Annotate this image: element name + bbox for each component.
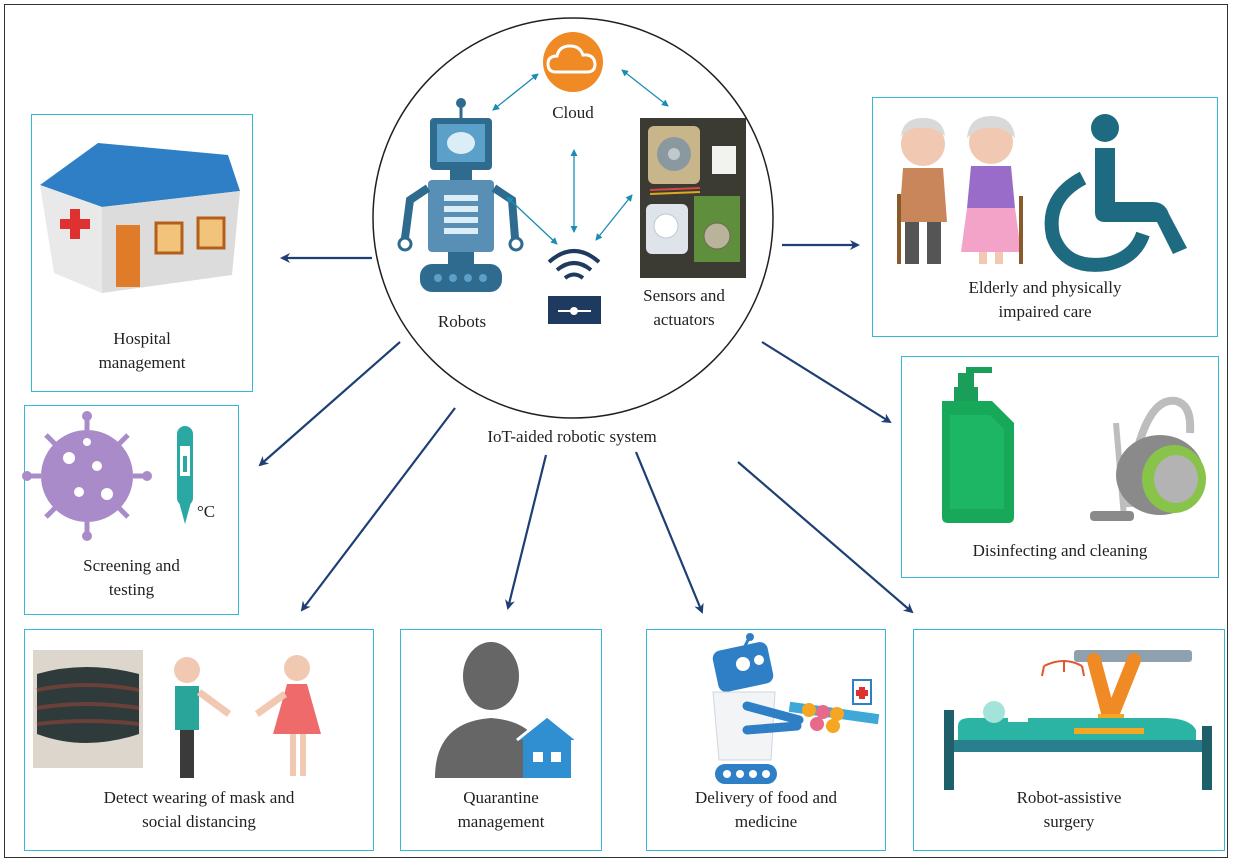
link-robot-wifi	[506, 196, 558, 245]
disinfecting-icon	[942, 367, 1206, 523]
sanitizer-bottle-icon	[942, 367, 1014, 523]
link-cloud-sensors	[621, 69, 669, 107]
mask-label: Detect wearing of mask and social distan…	[103, 788, 295, 831]
arrow-to-delivery	[634, 451, 704, 614]
figure-frame	[4, 4, 1228, 858]
elderly-man-icon	[897, 118, 947, 264]
house-icon	[516, 714, 578, 778]
person-man-icon	[174, 657, 232, 778]
delivery-box: Delivery of food and medicine	[646, 629, 886, 851]
elderly-wheelchair-icon	[897, 114, 1187, 272]
quarantine-box: Quarantine management	[400, 629, 602, 851]
elderly-label: Elderly and physically impaired care	[968, 278, 1122, 321]
hub-title: IoT-aided robotic system	[487, 427, 657, 446]
robot-arm-icon	[1041, 650, 1192, 728]
wheelchair-icon	[1044, 114, 1187, 272]
link-robot-cloud	[492, 73, 539, 111]
arrow-to-quarantine	[505, 454, 548, 610]
screening-testing-box: °C Screening and testing	[22, 405, 239, 615]
arrow-to-screening	[258, 341, 401, 467]
cloud-label: Cloud	[552, 103, 594, 122]
arrow-to-surgery	[737, 461, 914, 614]
hospital-icon	[40, 143, 240, 293]
quarantine-icon	[435, 642, 578, 778]
disinfecting-label: Disinfecting and cleaning	[972, 541, 1148, 560]
sensors-label: Sensors and actuators	[643, 286, 725, 329]
delivery-label: Delivery of food and medicine	[694, 788, 838, 831]
wifi-router-icon	[547, 249, 601, 324]
person-woman-icon	[254, 655, 321, 776]
thermometer-icon	[177, 426, 193, 524]
mask-distancing-icon	[33, 650, 321, 778]
surgery-icon	[944, 650, 1212, 790]
arrow-to-mask	[300, 407, 456, 612]
screening-label: Screening and testing	[83, 556, 180, 599]
disinfecting-box: Disinfecting and cleaning	[901, 356, 1219, 578]
hospital-label: Hospital management	[98, 329, 186, 372]
elderly-care-box: Elderly and physically impaired care	[872, 97, 1218, 337]
person-silhouette-icon	[435, 642, 547, 778]
surgery-label: Robot-assistive surgery	[1016, 788, 1122, 831]
link-wifi-sensors	[595, 194, 633, 241]
elderly-woman-icon	[961, 116, 1023, 264]
sensors-actuators-photo	[640, 118, 746, 278]
virus-thermometer-icon	[22, 411, 193, 541]
surgery-box: Robot-assistive surgery	[913, 629, 1225, 851]
virus-icon	[22, 411, 152, 541]
hospital-management-box: Hospital management	[31, 114, 253, 392]
temperature-unit-label: °C	[197, 502, 216, 521]
robots-label: Robots	[437, 312, 487, 331]
vacuum-cleaner-icon	[1090, 396, 1206, 521]
delivery-robot-icon	[712, 633, 880, 784]
hospital-bed-icon	[944, 701, 1212, 790]
quarantine-label: Quarantine management	[457, 788, 545, 831]
arrow-to-disinfecting	[761, 341, 892, 424]
cloud-icon	[543, 32, 603, 92]
mask-distancing-box: Detect wearing of mask and social distan…	[24, 629, 374, 851]
